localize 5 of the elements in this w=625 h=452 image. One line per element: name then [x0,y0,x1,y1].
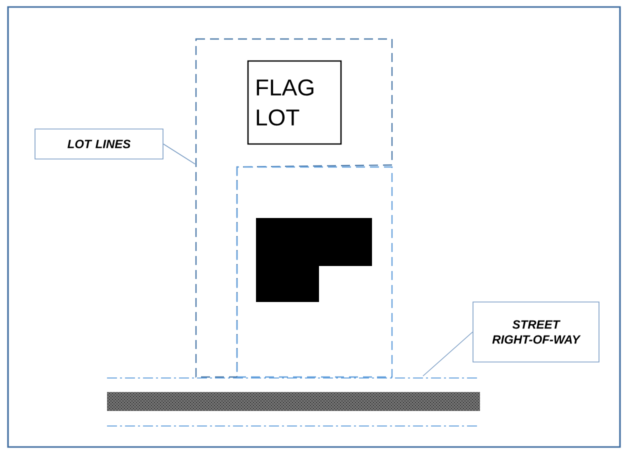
label-box: FLAG LOT [247,60,342,145]
callout-box: STREET RIGHT-OF-WAY [472,302,600,362]
leader-line [163,144,196,164]
callout-box: LOT LINES [34,128,164,160]
leader-line [422,332,473,376]
